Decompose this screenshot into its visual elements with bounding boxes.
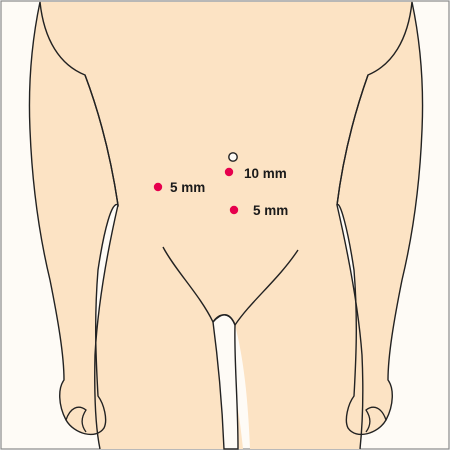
port-umbilical-dot [225,168,233,176]
port-right-dot [154,183,162,191]
umbilicus-marker [229,153,237,161]
port-lower-dot [230,206,238,214]
port-right-label: 5 mm [170,180,205,195]
port-umbilical-label: 10 mm [244,166,287,181]
port-lower-label: 5 mm [253,203,288,218]
